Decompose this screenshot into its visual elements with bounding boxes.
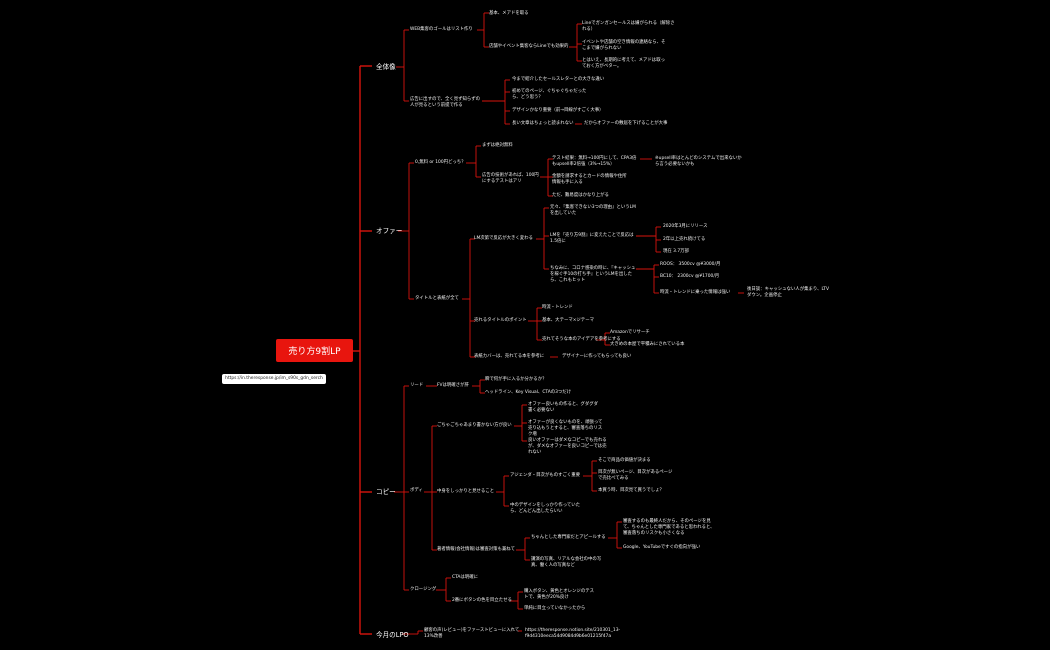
topic-c2c1b[interactable]: Google、YouTubeですぐの指向が強い <box>623 545 701 550</box>
topic-b2a2[interactable]: LMを『売り方9割』に変えたことで反応は1.5倍に <box>550 233 634 244</box>
url-note: https://in.theresponse.jp/im_s90s_gdn_se… <box>222 374 326 384</box>
topic-c1a1[interactable]: 瞬で何が手に入るか分かるか？ <box>485 377 547 382</box>
topic-b2a3b[interactable]: BC10： 2300cv @¥1700/月 <box>660 274 720 279</box>
topic-a1[interactable]: WEB集客のゴールはリスト作り <box>410 27 473 32</box>
topic-a[interactable]: 全体像 <box>376 63 396 71</box>
topic-b1a[interactable]: まずは絶対無料 <box>482 143 513 148</box>
topic-b1[interactable]: 0,無料 or 100円どっち？ <box>415 160 466 165</box>
topic-c3b1[interactable]: 購入ボタン、黄色とオレンジのテストで、黄色が20%良け <box>524 589 594 600</box>
topic-a2d1[interactable]: だからオファーの敷居を下げることが大事 <box>584 121 668 126</box>
topic-c1[interactable]: リード <box>410 383 424 388</box>
topic-d[interactable]: 今月のLPO <box>376 631 409 639</box>
topic-a1a[interactable]: 基本、メアドを取る <box>489 11 529 16</box>
topic-c2a1[interactable]: オファー良いもの作ると、グダグダ書く必要ない <box>528 402 599 413</box>
topic-b2a3c1[interactable]: 後日談：キャッシュない人が集まり、LTVダウン。企画停止 <box>747 287 829 298</box>
topic-b2a2c[interactable]: 現在 3.7万部 <box>663 249 689 254</box>
topic-b1b3[interactable]: ただ、難易度はかなり上がる <box>552 193 609 198</box>
topic-c2b1c[interactable]: 本買う時、目次見て買うでしょ？ <box>598 488 664 493</box>
topic-c2b1a[interactable]: そこで商品の価値が決まる <box>598 458 651 463</box>
topic-b2b3b[interactable]: 大きめの本屋で平積みにされている本 <box>610 342 685 347</box>
topic-a2c[interactable]: デザインかなり重要（前→目線がすごく大事） <box>512 108 604 113</box>
topic-c[interactable]: コピー <box>376 488 396 496</box>
topic-b2c[interactable]: 表紙カバーは、売れてる本を参考に <box>474 354 545 359</box>
topic-c2c2[interactable]: 講演の写真、リアルな会社の中の写真、働く人の写真など <box>531 557 602 568</box>
topic-b1b[interactable]: 広告の技術があれば、100円にするテストはアリ <box>482 173 539 184</box>
topic-c2a[interactable]: ごちゃごちゃあまり書かない方が良い <box>437 423 512 428</box>
topic-c1a2[interactable]: ヘッドライン、Key Visual、CTAの3つだけ <box>485 390 572 395</box>
topic-b1b1a[interactable]: ※upsell率はとんどのシステムで出来ないから言う必要ないかも <box>655 156 742 167</box>
topic-a2b[interactable]: 初めてのページ、ぐちゃぐちゃだったら、どう思う？ <box>512 89 587 100</box>
topic-b2b3a[interactable]: Amazonでリサーチ <box>610 330 650 335</box>
topic-c2b1b[interactable]: 目次が無いページ、目次があるページで売比べてみる <box>598 470 673 481</box>
topic-a1b3[interactable]: とはいえ、長期的に考えて、メアドは取っておく方がベター。 <box>582 58 665 69</box>
topic-a2a[interactable]: 今まで紹介したセールスレターとの大きな違い <box>512 77 605 82</box>
topic-c2c[interactable]: 著者情報(会社情報)は審査対策も兼ねて <box>437 547 516 552</box>
topic-c2b[interactable]: 中身をしっかりと見せること <box>437 489 495 494</box>
topic-b2a2b[interactable]: 2年以上売れ続けてる <box>663 237 706 242</box>
topic-b1b1[interactable]: テスト結果：無料→100円にして、CPA3倍もupsell率2倍強（3%→15%… <box>552 156 637 167</box>
topic-c2c1a[interactable]: 審査するのも最終人だから、そのページを見て、ちゃんとした専門家であると思われると… <box>623 519 715 536</box>
topic-c2a3[interactable]: 良いオファーはダメなコピーでも売れるが、ダメなオファーを良いコピーでは売れない <box>528 438 607 455</box>
topic-c3a[interactable]: CTAは明確に <box>452 575 478 580</box>
topic-b[interactable]: オファー <box>376 227 403 235</box>
topic-c3b2[interactable]: 単純に目立っていなかったから <box>524 606 586 611</box>
topic-b2a3a[interactable]: ROOS： 3500cv @¥3000/月 <box>660 262 721 267</box>
topic-b2a1[interactable]: 元々、『集客できない3つの理由』というLMを出していた <box>550 205 636 216</box>
topic-d1a[interactable]: https://theresponse.notion.site/210301_1… <box>525 628 621 639</box>
central-topic[interactable]: 売り方9割LP <box>276 339 353 362</box>
topic-b2b3[interactable]: 売れてそうな本のアイデアを参考にする <box>542 337 621 342</box>
topic-c2b2[interactable]: 中のデザインをしっかり作っていたら、どんどん出したらいい <box>510 503 581 514</box>
topic-c2c1[interactable]: ちゃんとした専門家だとアピールする <box>531 535 606 540</box>
topic-b2[interactable]: タイトルと表紙が全て <box>415 296 459 301</box>
topic-b2b[interactable]: 売れるタイトルのポイント <box>474 318 527 323</box>
topic-b2a3c[interactable]: 時流・トレンドに乗った情報は強い <box>660 290 731 295</box>
topic-a1b[interactable]: 店舗やイベント集客ならLineでも効果的 <box>489 44 569 49</box>
topic-b2a[interactable]: LM次第で反応が大きく変わる <box>474 236 533 241</box>
topic-c2b1[interactable]: アジェンダ・目次がものすごく重要 <box>510 473 581 478</box>
topic-b2a3[interactable]: ちなみに、コロナ感染の時に、『キャッシュを稼ぐ手10の打ち手』というLMを出した… <box>550 266 636 283</box>
topic-c3b[interactable]: 2番にボタンの色を目立たせる <box>452 598 512 603</box>
topic-d1[interactable]: 顧客の声(レビュー)をファーストビューに入れて13%改善 <box>424 628 520 639</box>
topic-b2a2a[interactable]: 2020年3月にリリース <box>663 224 708 229</box>
topic-c2[interactable]: ボディ <box>410 488 423 493</box>
topic-b2b1[interactable]: 時流・トレンド <box>542 305 573 310</box>
topic-b2c1[interactable]: デザイナーに作ってもらっても良い <box>562 354 632 359</box>
topic-c3[interactable]: クロージング <box>410 587 437 592</box>
topic-a1b2[interactable]: イベントや店舗の空き情報の連絡なら、そこまで嫌がられない <box>582 40 666 51</box>
topic-a2d[interactable]: 長い文章はちょっと読まれない <box>512 121 574 126</box>
topic-c2a2[interactable]: オファーが良くないものを、頑張って売り込もうとすると、審査落ちのリスク増 <box>528 420 603 437</box>
topic-b2b2[interactable]: 基本、大テーマ×ジテーマ <box>542 318 594 323</box>
topic-b1b2[interactable]: 金額を請求するとカードの情報や住所情報も手に入る <box>552 174 627 185</box>
topic-c1a[interactable]: FVは明確さが肝 <box>437 383 469 388</box>
topic-a1b1[interactable]: Lineでガンガンセールスは嫌がられる（解除される） <box>582 21 675 32</box>
topic-a2[interactable]: 広告に出すので、全く見ず知らずの人が見るという前提で作る <box>410 97 480 108</box>
